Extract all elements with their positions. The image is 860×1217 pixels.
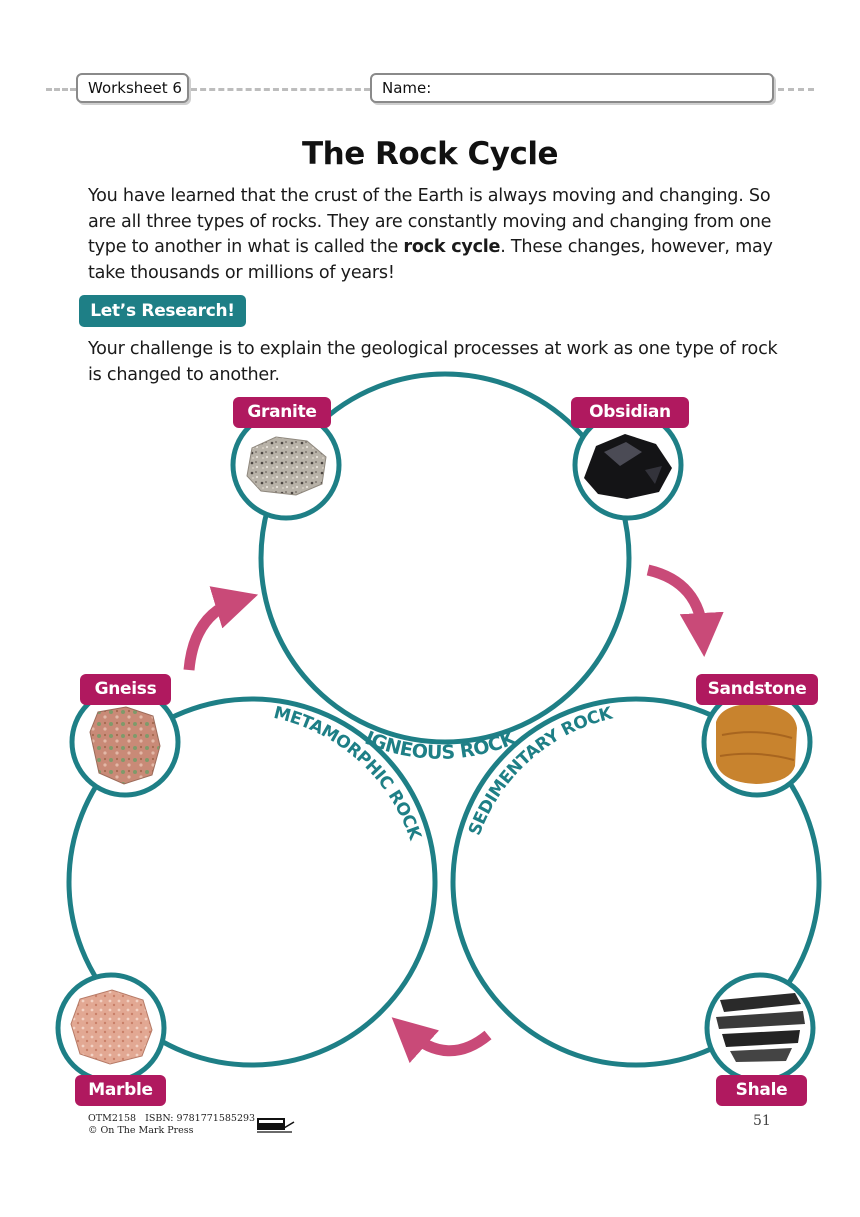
footer-publication-info: OTM2158 ISBN: 9781771585293 © On The Mar…	[88, 1113, 255, 1137]
header-dashes-left	[46, 88, 76, 91]
igneous-circle	[258, 371, 632, 745]
marble-photo	[55, 972, 167, 1084]
marble-label: Marble	[75, 1075, 166, 1106]
gneiss-photo	[69, 686, 181, 798]
gneiss-label: Gneiss	[80, 674, 171, 705]
header-dashes-right	[778, 88, 814, 91]
challenge-paragraph: Your challenge is to explain the geologi…	[88, 339, 778, 385]
page-title: The Rock Cycle	[302, 136, 558, 172]
obsidian-photo	[572, 409, 684, 521]
name-field[interactable]: Name:	[370, 73, 774, 103]
header-dashes-middle	[191, 88, 370, 91]
intro-paragraph: You have learned that the crust of the E…	[88, 186, 773, 283]
rock-cycle-term: rock cycle	[403, 237, 501, 257]
name-label: Name:	[382, 79, 432, 97]
publisher-logo-icon	[257, 1118, 295, 1133]
shale-label: Shale	[716, 1075, 807, 1106]
arrow-sedimentary-to-metamorphic-icon	[391, 1017, 492, 1064]
obsidian-label: Obsidian	[571, 397, 689, 428]
footer-isbn: OTM2158 ISBN: 9781771585293	[88, 1113, 256, 1124]
sandstone-photo	[701, 686, 813, 798]
page-number: 51	[753, 1113, 771, 1129]
metamorphic-circle	[66, 696, 438, 1068]
lets-research-banner: Let’s Research!	[79, 295, 246, 327]
shale-photo	[704, 972, 816, 1084]
sandstone-label: Sandstone	[696, 674, 818, 705]
footer-copyright: © On The Mark Press	[88, 1125, 194, 1136]
arrow-metamorphic-to-igneous-icon	[183, 586, 259, 671]
arrow-igneous-to-sedimentary-icon	[646, 564, 724, 657]
worksheet-number-box: Worksheet 6	[76, 73, 189, 103]
granite-label: Granite	[233, 397, 331, 428]
sedimentary-circle	[450, 696, 822, 1068]
